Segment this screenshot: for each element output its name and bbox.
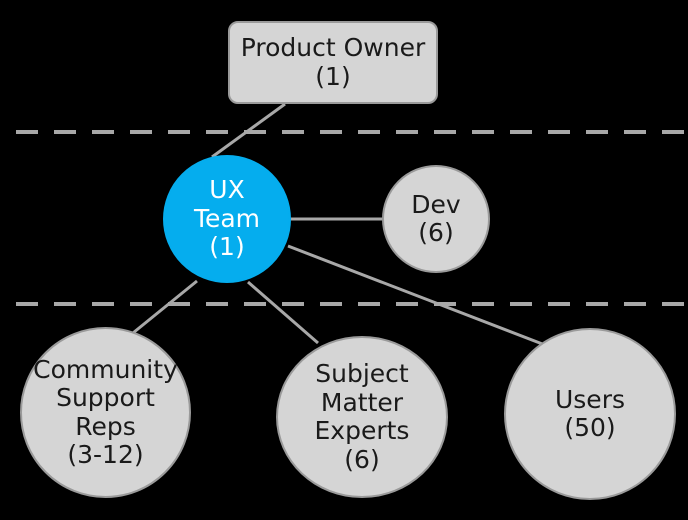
node-dev-label: Dev (6) [411, 189, 461, 247]
edge-ux-team-to-users [287, 244, 546, 347]
node-users-label: Users (50) [554, 384, 625, 442]
node-subject-matter-experts[interactable]: Subject Matter Experts (6) [276, 336, 448, 498]
node-ux-team[interactable]: UX Team (1) [163, 155, 291, 283]
edge-ux-team-to-community-support-reps [127, 279, 198, 339]
node-product-owner[interactable]: Product Owner (1) [228, 21, 438, 104]
node-users[interactable]: Users (50) [504, 328, 676, 500]
edge-ux-team-to-subject-matter-experts [247, 280, 319, 345]
node-community-support-reps-label: Community Support Reps (3-12) [33, 354, 178, 469]
node-dev[interactable]: Dev (6) [382, 165, 490, 273]
node-ux-team-label: UX Team (1) [193, 175, 261, 262]
node-subject-matter-experts-label: Subject Matter Experts (6) [314, 359, 410, 474]
node-community-support-reps[interactable]: Community Support Reps (3-12) [20, 327, 191, 498]
node-product-owner-label: Product Owner (1) [240, 33, 426, 91]
